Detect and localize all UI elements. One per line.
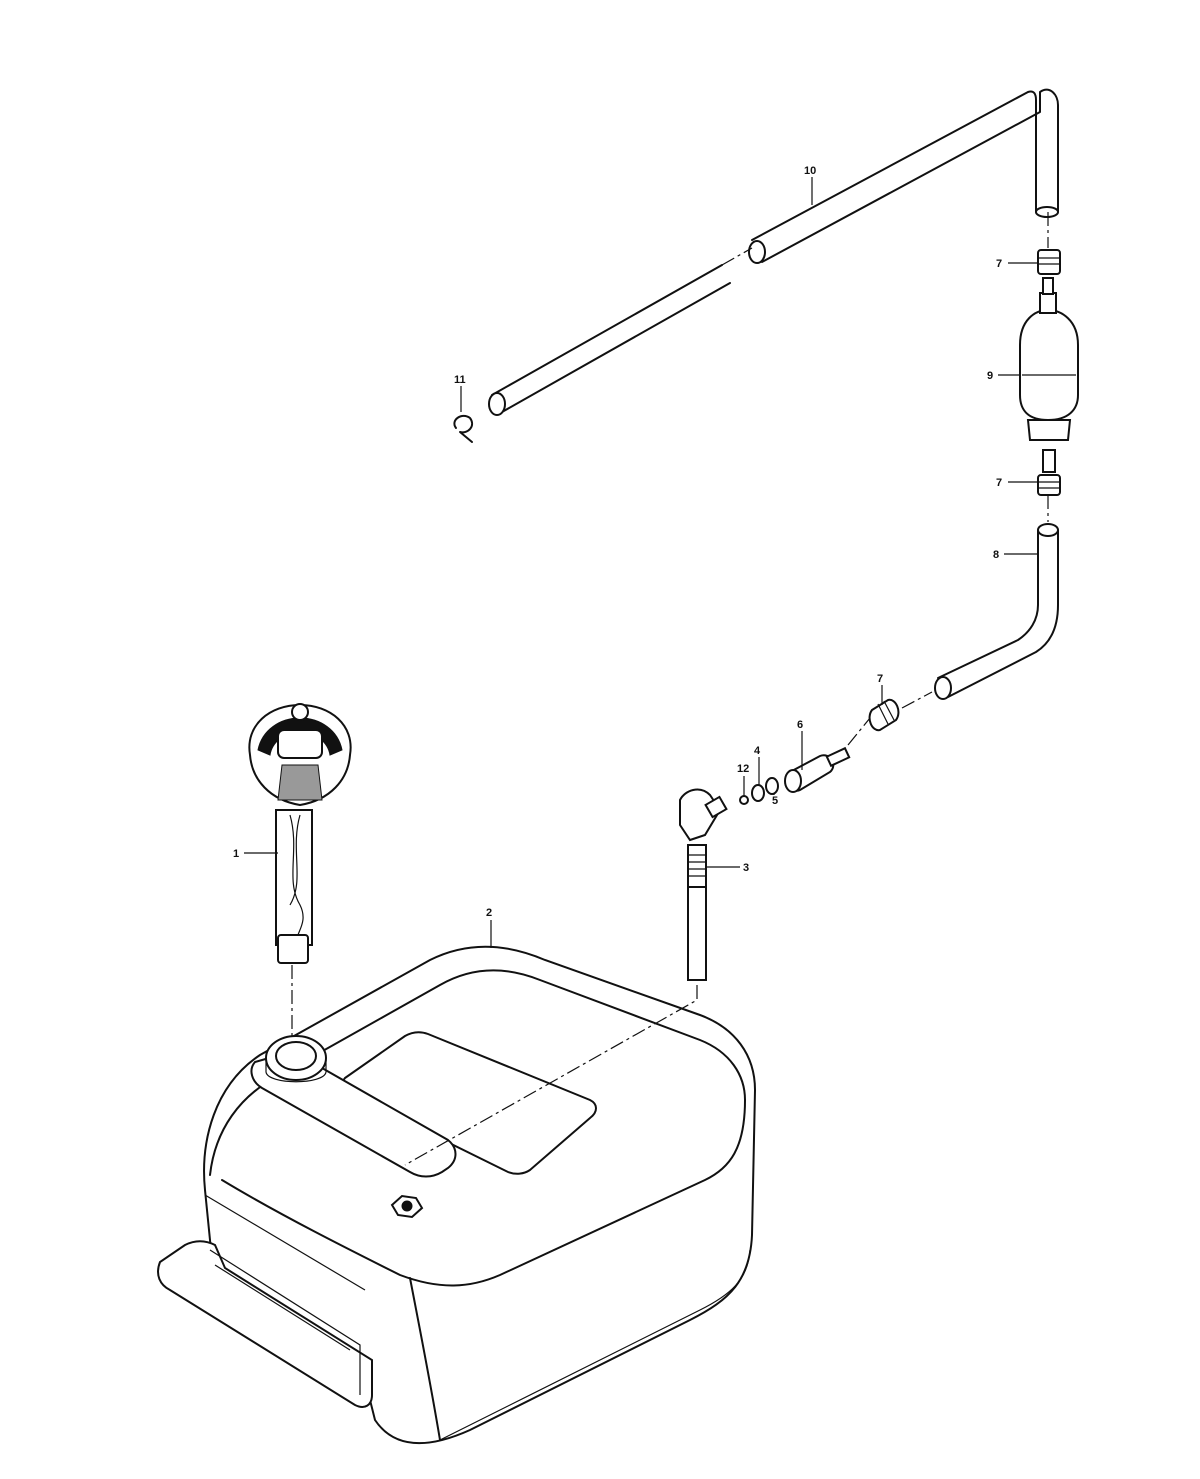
callout-6: 6 [797,719,803,731]
fuel-gauge-cap-assembly [248,703,352,964]
callout-7-lower: 7 [877,673,883,685]
callout-1: 1 [233,848,239,860]
callout-9: 9 [987,370,993,382]
fuel-tank [157,945,757,1445]
callout-12: 12 [737,763,749,775]
callout-7-upper: 7 [996,258,1002,270]
callout-2: 2 [486,907,492,919]
fuel-hose-10 [488,88,1059,416]
fuel-pickup-tube [679,788,728,981]
callout-10: 10 [804,165,816,177]
hose-clamp-7-lower [868,698,900,732]
callout-11: 11 [454,374,466,386]
callout-7-middle: 7 [996,477,1002,489]
hose-clip-11 [453,414,474,443]
callout-5: 5 [772,795,778,807]
callout-4: 4 [754,745,761,757]
callout-3: 3 [743,862,749,874]
callout-labels: 1 2 3 4 5 6 7 7 7 8 9 10 11 12 [233,165,1002,919]
assembly-center-lines [291,212,1049,1166]
leader-lines [244,177,1038,948]
callout-8: 8 [993,549,999,561]
primer-bulb-assembly [1019,249,1079,496]
fuel-hose-8 [934,523,1059,700]
